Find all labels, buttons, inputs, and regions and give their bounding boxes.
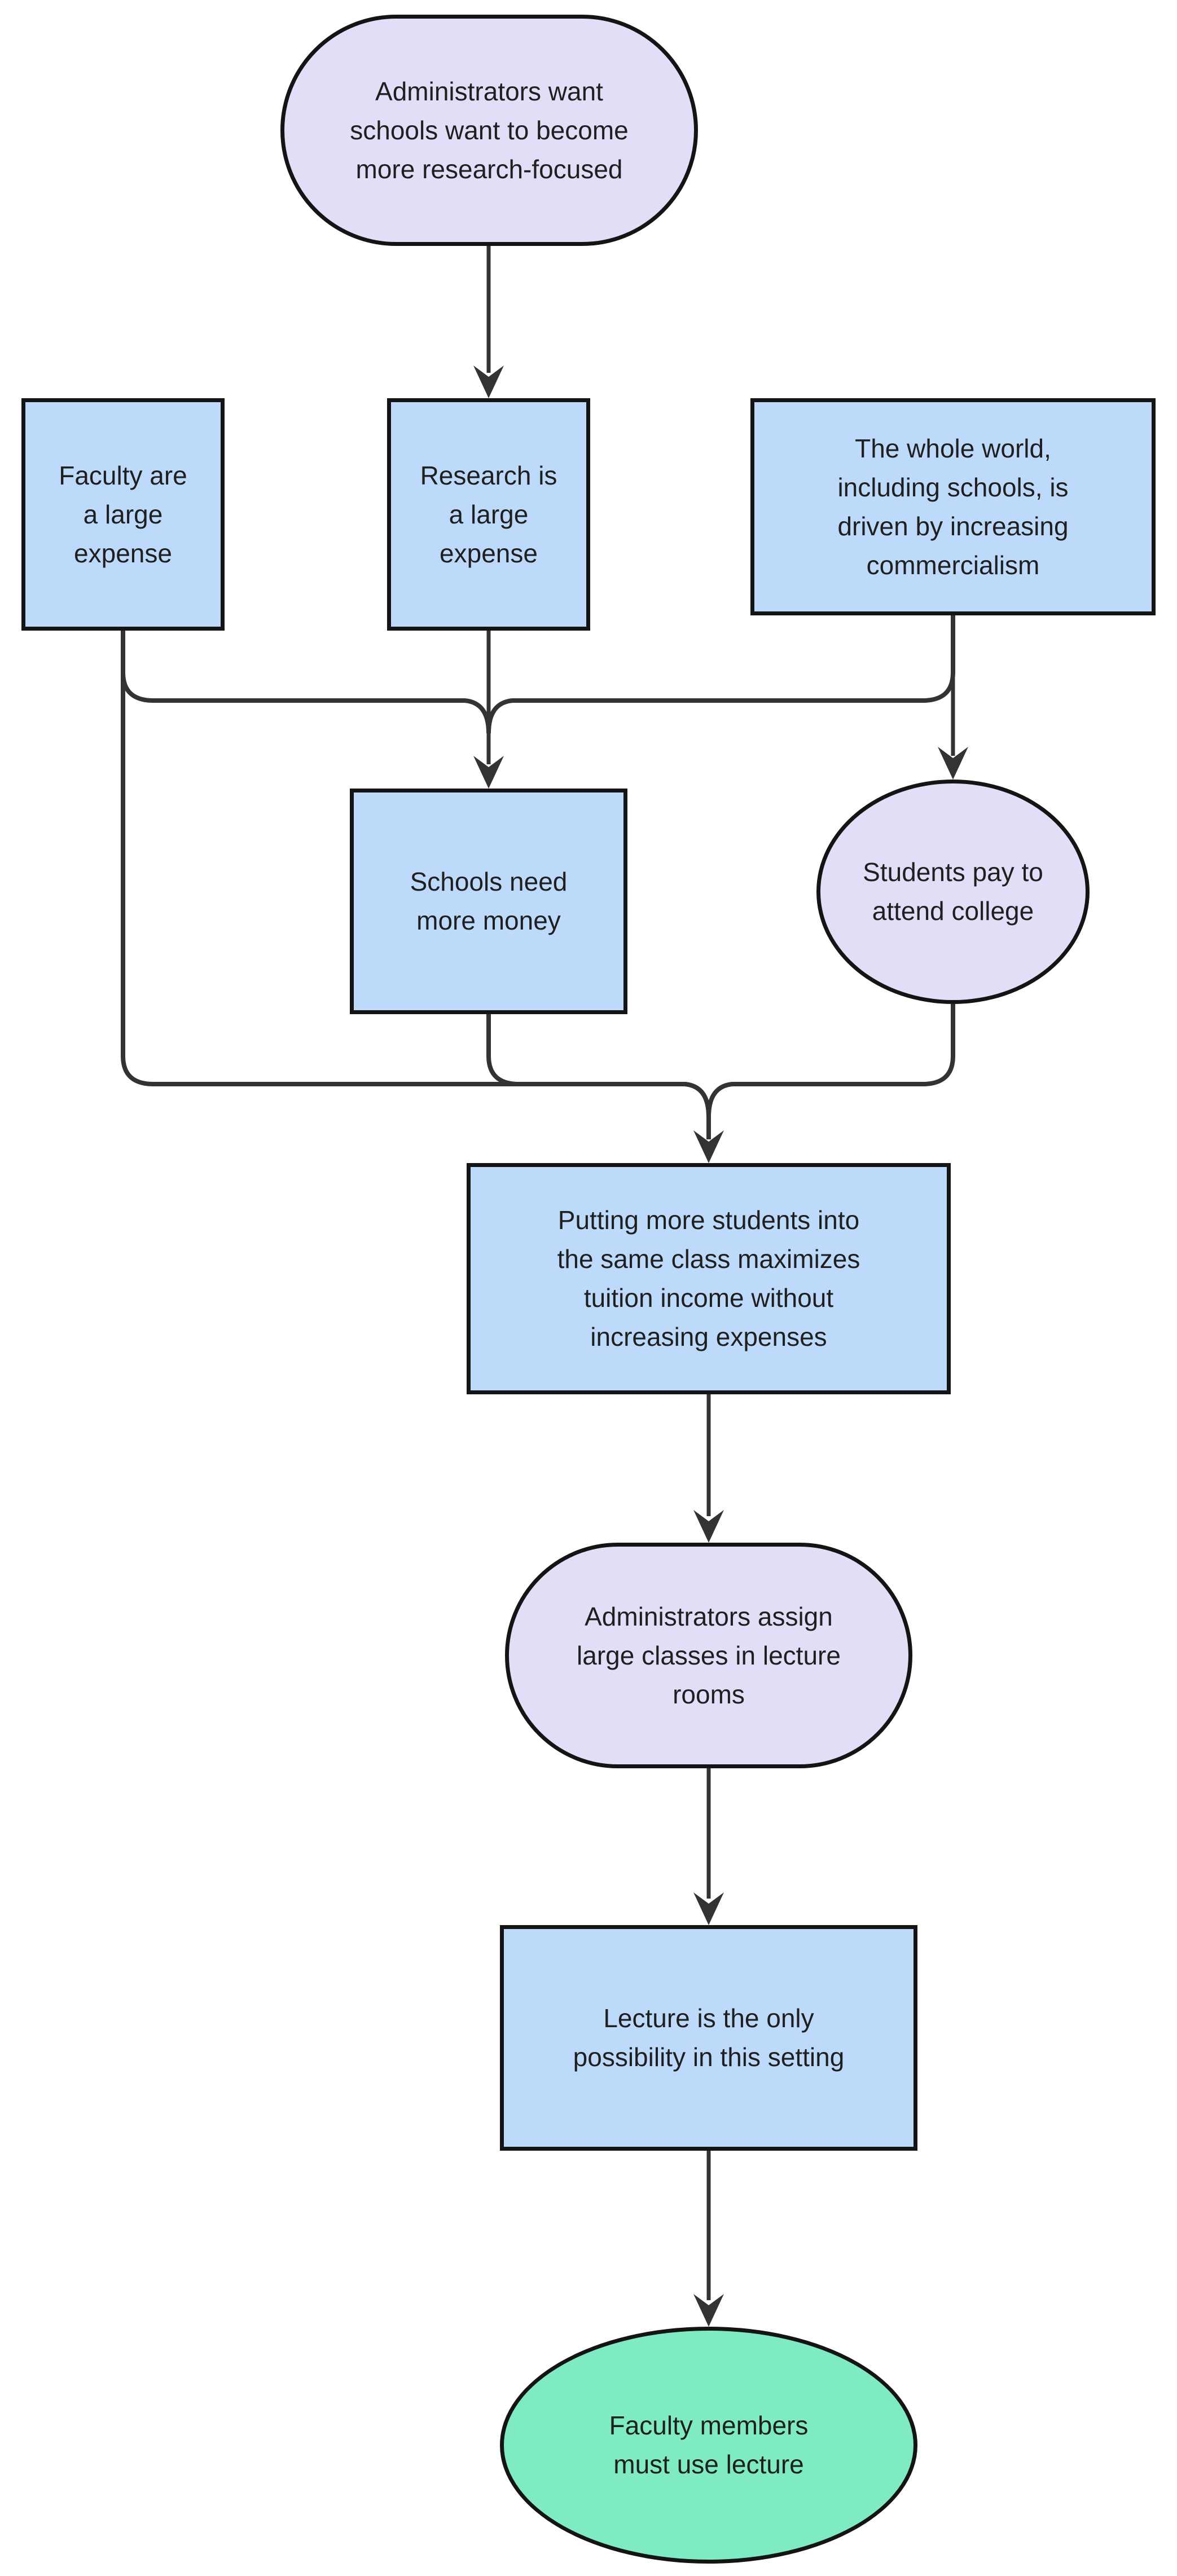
node-world-commercialism: The whole world, including schools, is d… <box>750 398 1156 615</box>
node-label: Schools need more money <box>410 867 568 935</box>
node-more-students-same-class: Putting more students into the same clas… <box>467 1163 951 1394</box>
node-label: Research is a large expense <box>420 460 557 568</box>
node-schools-need-money: Schools need more money <box>350 789 627 1014</box>
node-label: Putting more students into the same clas… <box>557 1205 860 1351</box>
edge-merge2-to-putting-arrowhead-icon <box>693 1130 724 1163</box>
node-admin-want-research: Administrators want schools want to beco… <box>280 15 698 246</box>
edge-students-to-merge2 <box>706 1004 955 1117</box>
edge-schools-to-merge2 <box>486 1014 711 1117</box>
edge-faculty-to-merge1 <box>121 631 491 734</box>
node-label: Students pay to attend college <box>863 857 1043 926</box>
edge-assign-to-lecture-arrowhead-icon <box>693 1892 724 1925</box>
node-label: The whole world, including schools, is d… <box>837 433 1069 580</box>
node-label: Faculty members must use lecture <box>609 2411 809 2479</box>
node-lecture-only-possibility: Lecture is the only possibility in this … <box>500 1925 917 2151</box>
edge-world-to-students-arrowhead-icon <box>938 747 968 780</box>
edge-putting-to-assign-arrowhead-icon <box>693 1510 724 1543</box>
node-label: Administrators assign large classes in l… <box>577 1601 841 1709</box>
edge-admin-to-research-arrowhead-icon <box>473 366 504 398</box>
node-label: Faculty are a large expense <box>59 460 187 568</box>
edge-world-to-merge1 <box>486 615 955 734</box>
node-admins-assign-large-classes: Administrators assign large classes in l… <box>505 1543 912 1768</box>
edge-research-to-schools-arrowhead-icon <box>473 756 504 789</box>
node-faculty-must-lecture: Faculty members must use lecture <box>500 2327 917 2564</box>
edge-lecture-to-faculty-arrowhead-icon <box>693 2294 724 2327</box>
node-label: Administrators want schools want to beco… <box>350 76 629 184</box>
node-research-expense: Research is a large expense <box>387 398 590 631</box>
node-students-pay: Students pay to attend college <box>816 780 1090 1004</box>
node-faculty-expense: Faculty are a large expense <box>21 398 225 631</box>
node-label: Lecture is the only possibility in this … <box>573 2003 845 2072</box>
